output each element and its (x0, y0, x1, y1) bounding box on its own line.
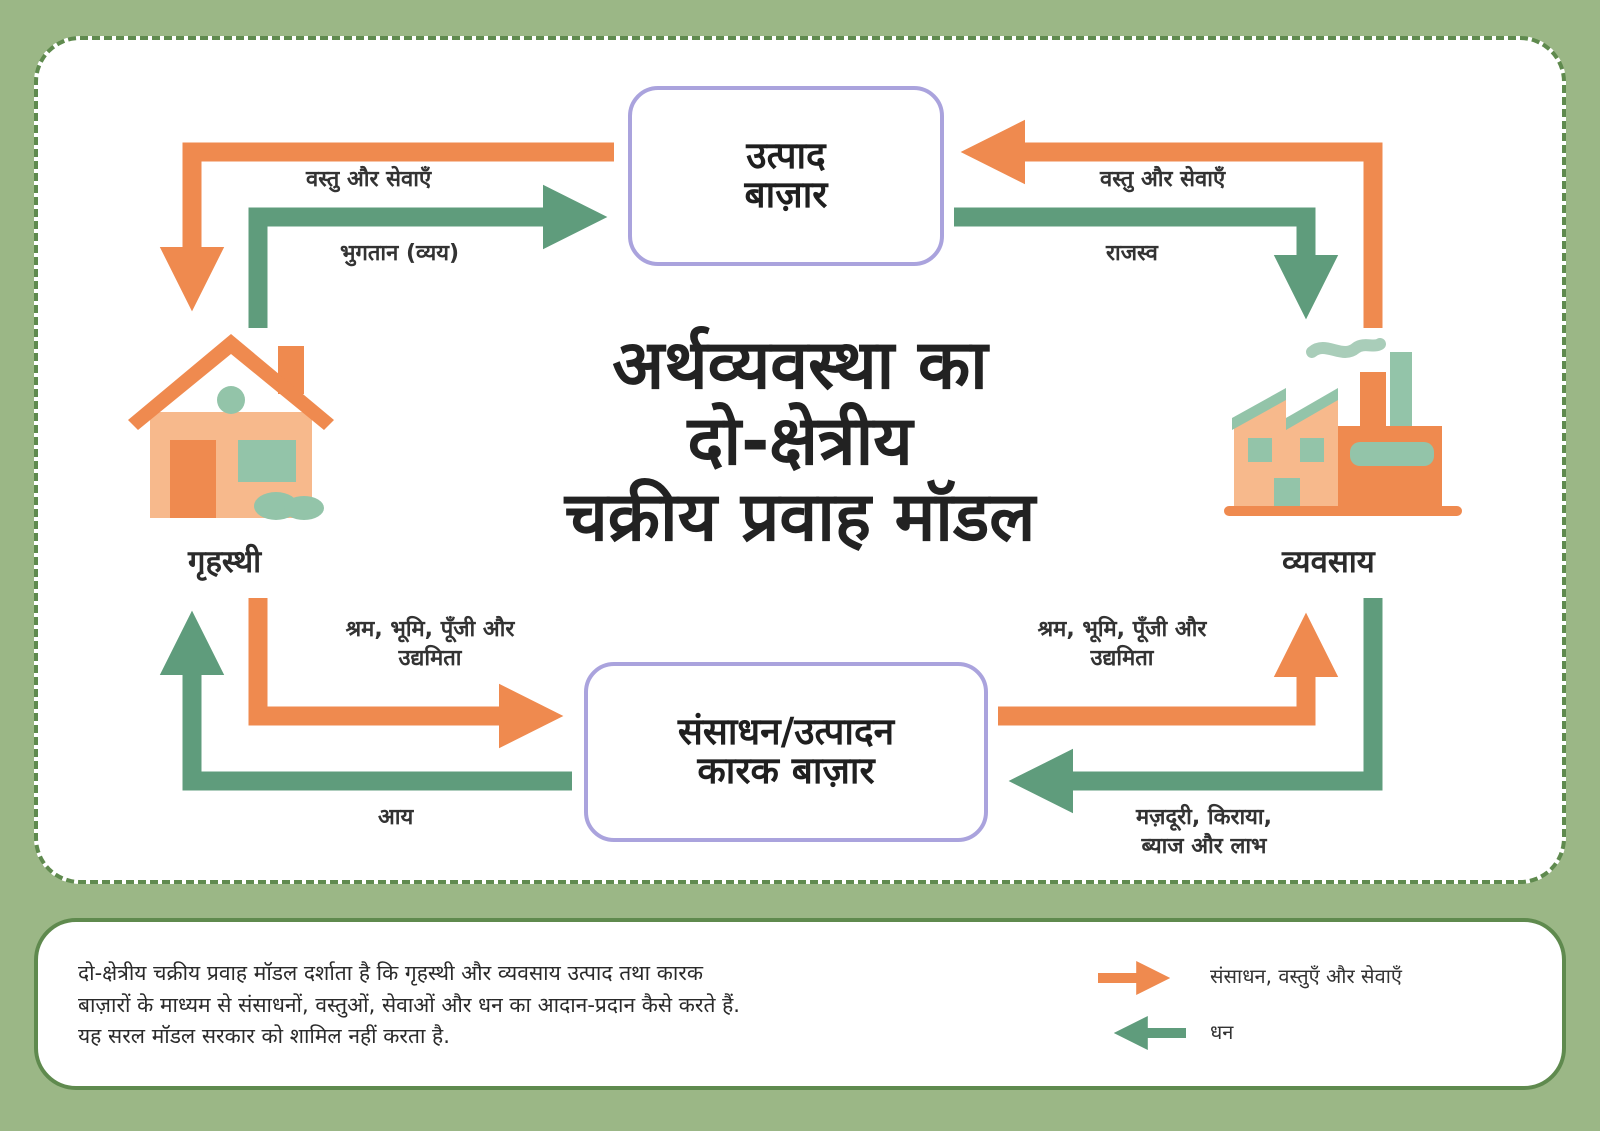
title-line-3: चक्रीय प्रवाह मॉडल (564, 478, 1036, 558)
product-market-line-2: बाज़ार (744, 173, 828, 216)
factor-market-box: संसाधन/उत्पादन कारक बाज़ार (584, 662, 988, 842)
description-line-1: दो-क्षेत्रीय चक्रीय प्रवाह मॉडल दर्शाता … (78, 961, 703, 985)
factors-from-households-label: श्रम, भूमि, पूँजी और उद्यमिता (330, 616, 530, 673)
factors-to-business-line-2: उद्यमिता (1090, 645, 1154, 671)
description-line-2: बाज़ारों के माध्यम से संसाधनों, वस्तुओं,… (78, 992, 740, 1017)
wages-line-1: मज़दूरी, किराया, (1136, 805, 1272, 830)
model-description: दो-क्षेत्रीय चक्रीय प्रवाह मॉडल दर्शाता … (78, 958, 978, 1053)
diagram-title: अर्थव्यवस्था का दो-क्षेत्रीय चक्रीय प्रव… (440, 326, 1160, 558)
revenue-label: राजस्व (1106, 241, 1158, 266)
factors-from-households-arrow (248, 598, 564, 749)
income-arrow (159, 610, 572, 791)
business-label: व्यवसाय (1282, 544, 1375, 580)
legend-resources-label: संसाधन, वस्तुएँ और सेवाएँ (1210, 964, 1402, 988)
goods-to-households-label: वस्तु और सेवाएँ (306, 167, 432, 192)
title-line-2: दो-क्षेत्रीय (687, 402, 913, 482)
income-label: आय (378, 805, 414, 830)
legend-card (34, 918, 1566, 1090)
households-label: गृहस्थी (188, 544, 262, 580)
description-line-3: यह सरल मॉडल सरकार को शामिल नहीं करता है. (78, 1024, 450, 1048)
legend-money-label: धन (1210, 1020, 1234, 1044)
title-line-1: अर्थव्यवस्था का (612, 326, 988, 405)
factor-market-line-1: संसाधन/उत्पादन (677, 710, 895, 754)
house-icon (128, 334, 334, 520)
wages-line-2: ब्याज और लाभ (1141, 833, 1267, 859)
factors-to-business-line-1: श्रम, भूमि, पूँजी और (1037, 617, 1207, 642)
factors-from-households-line-1: श्रम, भूमि, पूँजी और (345, 617, 515, 642)
factors-from-households-line-2: उद्यमिता (398, 645, 462, 671)
legend-item-resources: संसाधन, वस्तुएँ और सेवाएँ (1190, 962, 1402, 989)
revenue-arrow (954, 207, 1339, 320)
goods-to-households-arrow (159, 142, 614, 312)
legend-item-money: धन (1190, 1018, 1233, 1045)
goods-from-business-arrow (960, 119, 1383, 328)
product-market-box: उत्पाद बाज़ार (628, 86, 944, 266)
payment-label: भुगतान (व्यय) (340, 241, 460, 266)
wages-arrow (1008, 598, 1383, 814)
factor-market-line-2: कारक बाज़ार (697, 749, 875, 792)
product-market-line-1: उत्पाद (746, 134, 826, 178)
factors-to-business-label: श्रम, भूमि, पूँजी और उद्यमिता (1022, 616, 1222, 673)
goods-from-business-label: वस्तु और सेवाएँ (1100, 167, 1226, 192)
factory-icon (1224, 338, 1462, 516)
payment-arrow (248, 184, 608, 328)
wages-label: मज़दूरी, किराया, ब्याज और लाभ (1114, 804, 1294, 861)
factors-to-business-arrow (998, 612, 1339, 726)
